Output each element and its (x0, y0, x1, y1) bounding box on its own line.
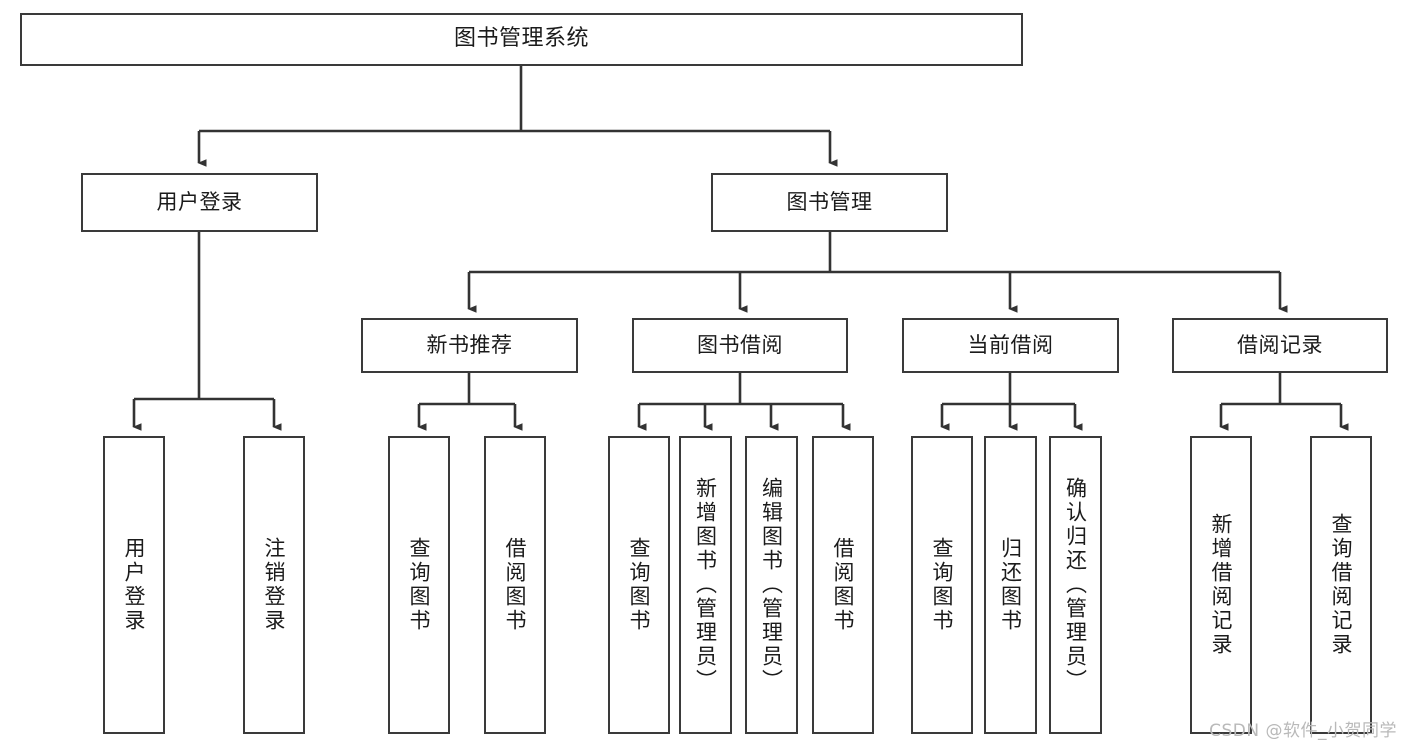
node-leaf-recommend-query-book[interactable]: 查询图书 (388, 436, 450, 734)
node-borrow-record-label: 借阅记录 (1237, 333, 1323, 358)
node-book-manage-label: 图书管理 (786, 190, 873, 215)
node-leaf-user-logout[interactable]: 注销登录 (243, 436, 305, 734)
node-leaf-confirm-return-admin[interactable]: 确认归还（管理员） (1049, 436, 1102, 734)
node-leaf-confirm-return-admin-label: 确认归还（管理员） (1063, 477, 1088, 693)
node-leaf-user-login[interactable]: 用户登录 (103, 436, 165, 734)
node-book-manage[interactable]: 图书管理 (711, 173, 948, 232)
node-user-login[interactable]: 用户登录 (81, 173, 318, 232)
node-leaf-return-book[interactable]: 归还图书 (984, 436, 1037, 734)
node-leaf-recommend-query-book-label: 查询图书 (407, 537, 432, 633)
node-leaf-return-book-label: 归还图书 (998, 537, 1023, 633)
node-leaf-edit-book-admin-label: 编辑图书（管理员） (759, 477, 784, 693)
watermark-text: CSDN @软件_小贺同学 (1209, 721, 1397, 741)
node-root-system-label: 图书管理系统 (453, 26, 589, 52)
node-new-book-recommend[interactable]: 新书推荐 (361, 318, 578, 373)
node-leaf-borrow-book[interactable]: 借阅图书 (812, 436, 874, 734)
node-leaf-query-borrow-record[interactable]: 查询借阅记录 (1310, 436, 1372, 734)
node-leaf-query-borrow-record-label: 查询借阅记录 (1329, 513, 1354, 657)
node-current-borrow-label: 当前借阅 (967, 333, 1054, 358)
node-leaf-edit-book-admin[interactable]: 编辑图书（管理员） (745, 436, 798, 734)
node-leaf-add-borrow-record-label: 新增借阅记录 (1209, 513, 1234, 657)
node-borrow-record[interactable]: 借阅记录 (1172, 318, 1388, 373)
node-root-system[interactable]: 图书管理系统 (20, 13, 1023, 66)
node-leaf-recommend-borrow-book[interactable]: 借阅图书 (484, 436, 546, 734)
node-book-borrow[interactable]: 图书借阅 (632, 318, 848, 373)
node-leaf-borrow-query-book-label: 查询图书 (627, 537, 652, 633)
node-user-login-label: 用户登录 (156, 190, 243, 215)
node-leaf-add-book-admin[interactable]: 新增图书（管理员） (679, 436, 732, 734)
node-leaf-add-book-admin-label: 新增图书（管理员） (693, 477, 718, 693)
node-leaf-borrow-query-book[interactable]: 查询图书 (608, 436, 670, 734)
node-leaf-current-query-book-label: 查询图书 (930, 537, 955, 633)
node-leaf-add-borrow-record[interactable]: 新增借阅记录 (1190, 436, 1252, 734)
node-leaf-borrow-book-label: 借阅图书 (831, 537, 856, 633)
node-leaf-recommend-borrow-book-label: 借阅图书 (503, 537, 528, 633)
node-new-book-recommend-label: 新书推荐 (426, 333, 513, 358)
node-leaf-current-query-book[interactable]: 查询图书 (911, 436, 973, 734)
node-current-borrow[interactable]: 当前借阅 (902, 318, 1119, 373)
node-book-borrow-label: 图书借阅 (697, 333, 783, 358)
node-leaf-user-logout-label: 注销登录 (262, 537, 287, 633)
node-leaf-user-login-label: 用户登录 (122, 537, 147, 633)
